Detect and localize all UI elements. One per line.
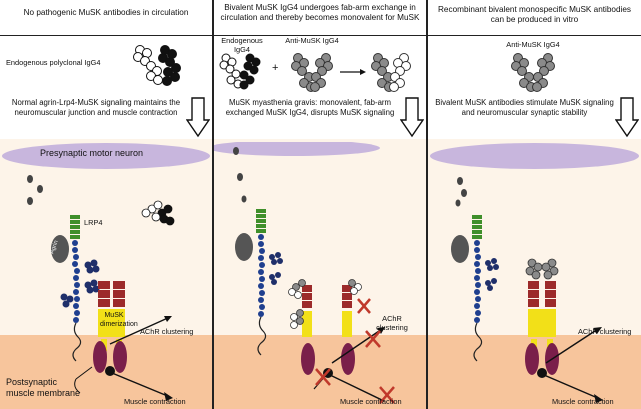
fab-arm-exchange-icon bbox=[219, 53, 411, 92]
panel-healthy: No pathogenic MuSK antibodies in circula… bbox=[0, 0, 212, 409]
endogenous-igg4-label: Endogenous polyclonal IgG4 bbox=[6, 58, 101, 67]
achr-clustering-label: AChR clustering bbox=[140, 327, 194, 336]
endogenous-igg4-label: Endogenous IgG4 bbox=[221, 36, 263, 54]
panel-recombinant: Recombinant bivalent monospecific MuSK a… bbox=[428, 0, 641, 409]
lrp4-label: LRP4 bbox=[84, 218, 103, 227]
panel-1-mechanism: Normal agrin-Lrp4-MuSK signaling maintai… bbox=[0, 95, 212, 139]
blocked-cross-icon bbox=[315, 330, 395, 404]
polyclonal-igg4-icon bbox=[133, 45, 181, 86]
postsynaptic-membrane-label: Postsynaptic muscle membrane bbox=[6, 377, 81, 398]
presynaptic-neuron bbox=[2, 143, 210, 169]
down-arrow-icon bbox=[615, 97, 639, 138]
musk-dimerization-label: MuSK dimerization bbox=[100, 312, 138, 328]
panel-1-molecules bbox=[27, 175, 175, 401]
anti-musk-igg4-label: Anti-MuSK IgG4 bbox=[506, 40, 560, 49]
down-arrow-icon bbox=[186, 97, 210, 138]
panel-3-synapse: AChR clustering Muscle contraction bbox=[428, 139, 641, 409]
muscle-contraction-label: Muscle contraction bbox=[552, 397, 614, 406]
muscle-contraction-label: Muscle contraction bbox=[124, 397, 186, 406]
panel-3-antibody-row: Anti-MuSK IgG4 bbox=[428, 36, 641, 96]
panel-divider bbox=[426, 0, 428, 409]
achr-clustering-label: AChR clustering bbox=[376, 314, 408, 332]
muscle-contraction-label: Muscle contraction bbox=[340, 397, 402, 406]
plus-sign: + bbox=[272, 62, 279, 74]
down-arrow-icon bbox=[400, 97, 424, 138]
panel-3-header: Recombinant bivalent monospecific MuSK a… bbox=[428, 0, 641, 36]
panel-2-header: Bivalent MuSK IgG4 undergoes fab-arm exc… bbox=[214, 0, 426, 36]
anti-musk-igg4-label: Anti-MuSK IgG4 bbox=[285, 36, 339, 45]
panel-musk-mg: Bivalent MuSK IgG4 undergoes fab-arm exc… bbox=[214, 0, 426, 409]
presynaptic-neuron bbox=[430, 143, 639, 169]
panel-2-molecules bbox=[233, 147, 395, 404]
panel-divider bbox=[212, 0, 214, 409]
panel-2-mechanism: MuSK myasthenia gravis: monovalent, fab-… bbox=[214, 95, 426, 139]
presynaptic-neuron bbox=[214, 142, 380, 156]
panel-1-antibody-row: Endogenous polyclonal IgG4 bbox=[0, 36, 212, 96]
panel-2-antibody-row: Endogenous IgG4 Anti-MuSK IgG4 + bbox=[214, 36, 426, 96]
panel-3-molecules bbox=[451, 177, 603, 403]
panel-3-mechanism: Bivalent MuSK antibodies stimulate MuSK … bbox=[428, 95, 641, 139]
presynaptic-neuron-label: Presynaptic motor neuron bbox=[40, 148, 144, 158]
musk-dimer bbox=[98, 281, 125, 351]
lrp4-receptor bbox=[70, 215, 80, 239]
panel-1-synapse: Presynaptic motor neuron bbox=[0, 139, 212, 409]
panel-2-synapse: AChR clustering Muscle contraction bbox=[214, 139, 426, 409]
achr-clustering-label: AChR clustering bbox=[578, 327, 632, 336]
bivalent-anti-musk-icon bbox=[511, 53, 555, 92]
panel-1-header: No pathogenic MuSK antibodies in circula… bbox=[0, 0, 212, 36]
